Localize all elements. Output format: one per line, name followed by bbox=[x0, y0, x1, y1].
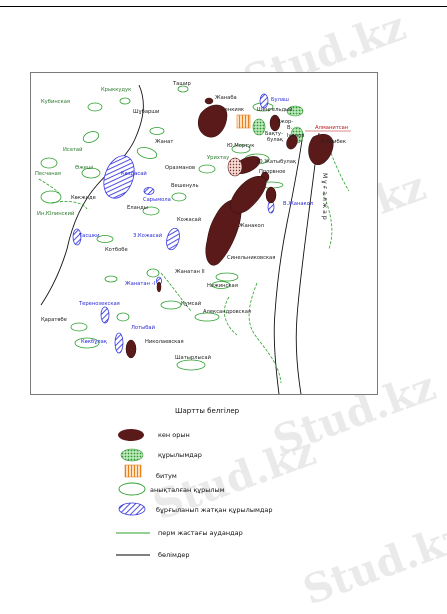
legend-item-bitumen: битум bbox=[0, 464, 447, 484]
map-label-aleks: Александровская bbox=[203, 309, 252, 315]
legend-item-deposit: кен орын bbox=[0, 426, 447, 446]
map-label-sinelnikov: Синельниковская bbox=[227, 255, 276, 261]
map-label-krykkuduk: Крыккудук bbox=[101, 87, 132, 93]
map-label-tereng: Теренозекская bbox=[79, 301, 120, 307]
map-label-tashki: Тасшки bbox=[79, 233, 100, 239]
boundary-lines bbox=[40, 84, 320, 394]
map-label-yu-zhatibulak: Ю.Жатыбулақ bbox=[257, 159, 297, 165]
map-label-zhanaba: Жанаба bbox=[215, 95, 237, 101]
map-label-kenkiak: Кенкияк bbox=[221, 107, 245, 113]
map-label-almanitsan: Алманитсан bbox=[315, 125, 349, 131]
legend-item-structures: құрылымдар bbox=[0, 446, 447, 466]
identified-structures bbox=[40, 85, 284, 371]
map-label-pesch: Песчаная bbox=[35, 171, 61, 177]
map-label-bulash: Булаш bbox=[271, 97, 289, 103]
map-label-bulaq: булақ bbox=[267, 137, 283, 143]
map-canvas bbox=[38, 84, 351, 394]
legend-label: бөлімдер bbox=[158, 551, 190, 559]
deposits bbox=[125, 97, 334, 359]
top-rule bbox=[0, 6, 447, 7]
map-label-yu-mortuk: Ю.Мортук bbox=[227, 143, 255, 149]
legend-label: битум bbox=[156, 472, 177, 480]
map-label-ichanov: Ічанов bbox=[287, 133, 305, 139]
map-label-mugalzhar: Мұғалжар bbox=[321, 173, 328, 222]
map-label-veshenul: Вешенуль bbox=[171, 183, 199, 189]
map-label-shatyrly: Шатырлысай bbox=[175, 355, 211, 361]
map-label-karatobe: Қаратөбе bbox=[41, 317, 67, 323]
map-label-oraz: Оразманов bbox=[165, 165, 196, 171]
map-label-kozhasai: Кожасай bbox=[177, 217, 202, 223]
map-label-kumsai: Құмсай bbox=[181, 301, 202, 307]
bitumen-areas bbox=[236, 114, 251, 129]
legend-item-boundary: бөлімдер bbox=[0, 548, 447, 568]
deposit-dotted bbox=[227, 157, 243, 177]
legend-label: перм жастағы аудандар bbox=[158, 529, 243, 537]
map-label-urikhtau: Урихтау bbox=[207, 155, 230, 161]
oilfield-map: Крыккудук Кубинская Ташир Жанаба Булаш Ш… bbox=[30, 72, 378, 395]
map-label-isatai: Исатай bbox=[63, 147, 83, 153]
drilling-structures bbox=[72, 93, 275, 354]
map-label-kokbulak: Көкбұлақ bbox=[81, 339, 107, 345]
deposit-symbol-icon bbox=[118, 429, 144, 441]
legend-title: Шартты белгілер bbox=[175, 407, 240, 415]
drilling-symbol-icon bbox=[118, 502, 146, 516]
legend-label: бұрғыланып жатқан құрылымдар bbox=[156, 506, 273, 514]
map-label-zhanakol: Жанакол bbox=[239, 223, 264, 229]
map-label-kotbobe: Котбобе bbox=[105, 247, 128, 253]
legend-item-drilling: бұрғыланып жатқан құрылымдар bbox=[0, 500, 447, 520]
boundary-line-icon bbox=[116, 554, 150, 556]
map-label-kozdasai: Көздасай bbox=[121, 171, 147, 177]
legend-item-perm: перм жастағы аудандар bbox=[0, 526, 447, 546]
map-label-elandy: Еланды bbox=[127, 205, 148, 211]
map-label-tashir: Ташир bbox=[173, 81, 191, 87]
map-label-v-zhanakol: В.Жанакол bbox=[283, 201, 314, 207]
map-label-uzh: Ужор- bbox=[277, 119, 294, 125]
map-label-v-alibek: В.Алибек bbox=[321, 139, 346, 145]
legend-label: кен орын bbox=[158, 431, 190, 439]
map-label-vzh: В. bbox=[287, 125, 293, 131]
legend-label: құрылымдар bbox=[158, 451, 202, 459]
map-label-nikolaevsk: Николаевская bbox=[145, 339, 184, 345]
map-label-in-yulinsk: Ин.Юлинский bbox=[37, 211, 75, 217]
map-label-prorvnoye: Прорвное bbox=[259, 169, 286, 175]
map-label-z-kozhasai: З.Кожасай bbox=[133, 233, 163, 239]
map-label-zhanat: Жанат bbox=[155, 139, 174, 145]
map-label-zhanatan-1: Жанатан -I bbox=[125, 281, 155, 287]
perm-line-icon bbox=[116, 532, 150, 534]
map-label-sarymola: Сарымола bbox=[143, 197, 171, 203]
map-label-lotybai: Лотыбай bbox=[131, 325, 155, 331]
map-label-shubarshi: Шұбарши bbox=[133, 109, 160, 115]
bitumen-symbol-icon bbox=[124, 464, 142, 478]
structure-symbol-icon bbox=[120, 448, 144, 462]
perm-lines bbox=[38, 152, 350, 384]
legend-label: анықталған құрылым bbox=[150, 486, 225, 494]
map-label-neyzinskaya: Нежинская bbox=[207, 283, 238, 289]
map-label-sheg: Шеңгельдый bbox=[257, 107, 293, 113]
map-label-kokzhide: Көкжиде bbox=[71, 195, 96, 201]
legend-item-identified: анықталған құрылым bbox=[0, 480, 447, 500]
map-label-baktu: Бақту- bbox=[265, 131, 283, 137]
identified-symbol-icon bbox=[118, 482, 146, 496]
map-label-kubinskaya: Кубинская bbox=[41, 99, 70, 105]
map-label-zhanatan-2: Жанатан II bbox=[175, 269, 205, 275]
map-label-ojeshi: Өжеші bbox=[75, 165, 94, 171]
